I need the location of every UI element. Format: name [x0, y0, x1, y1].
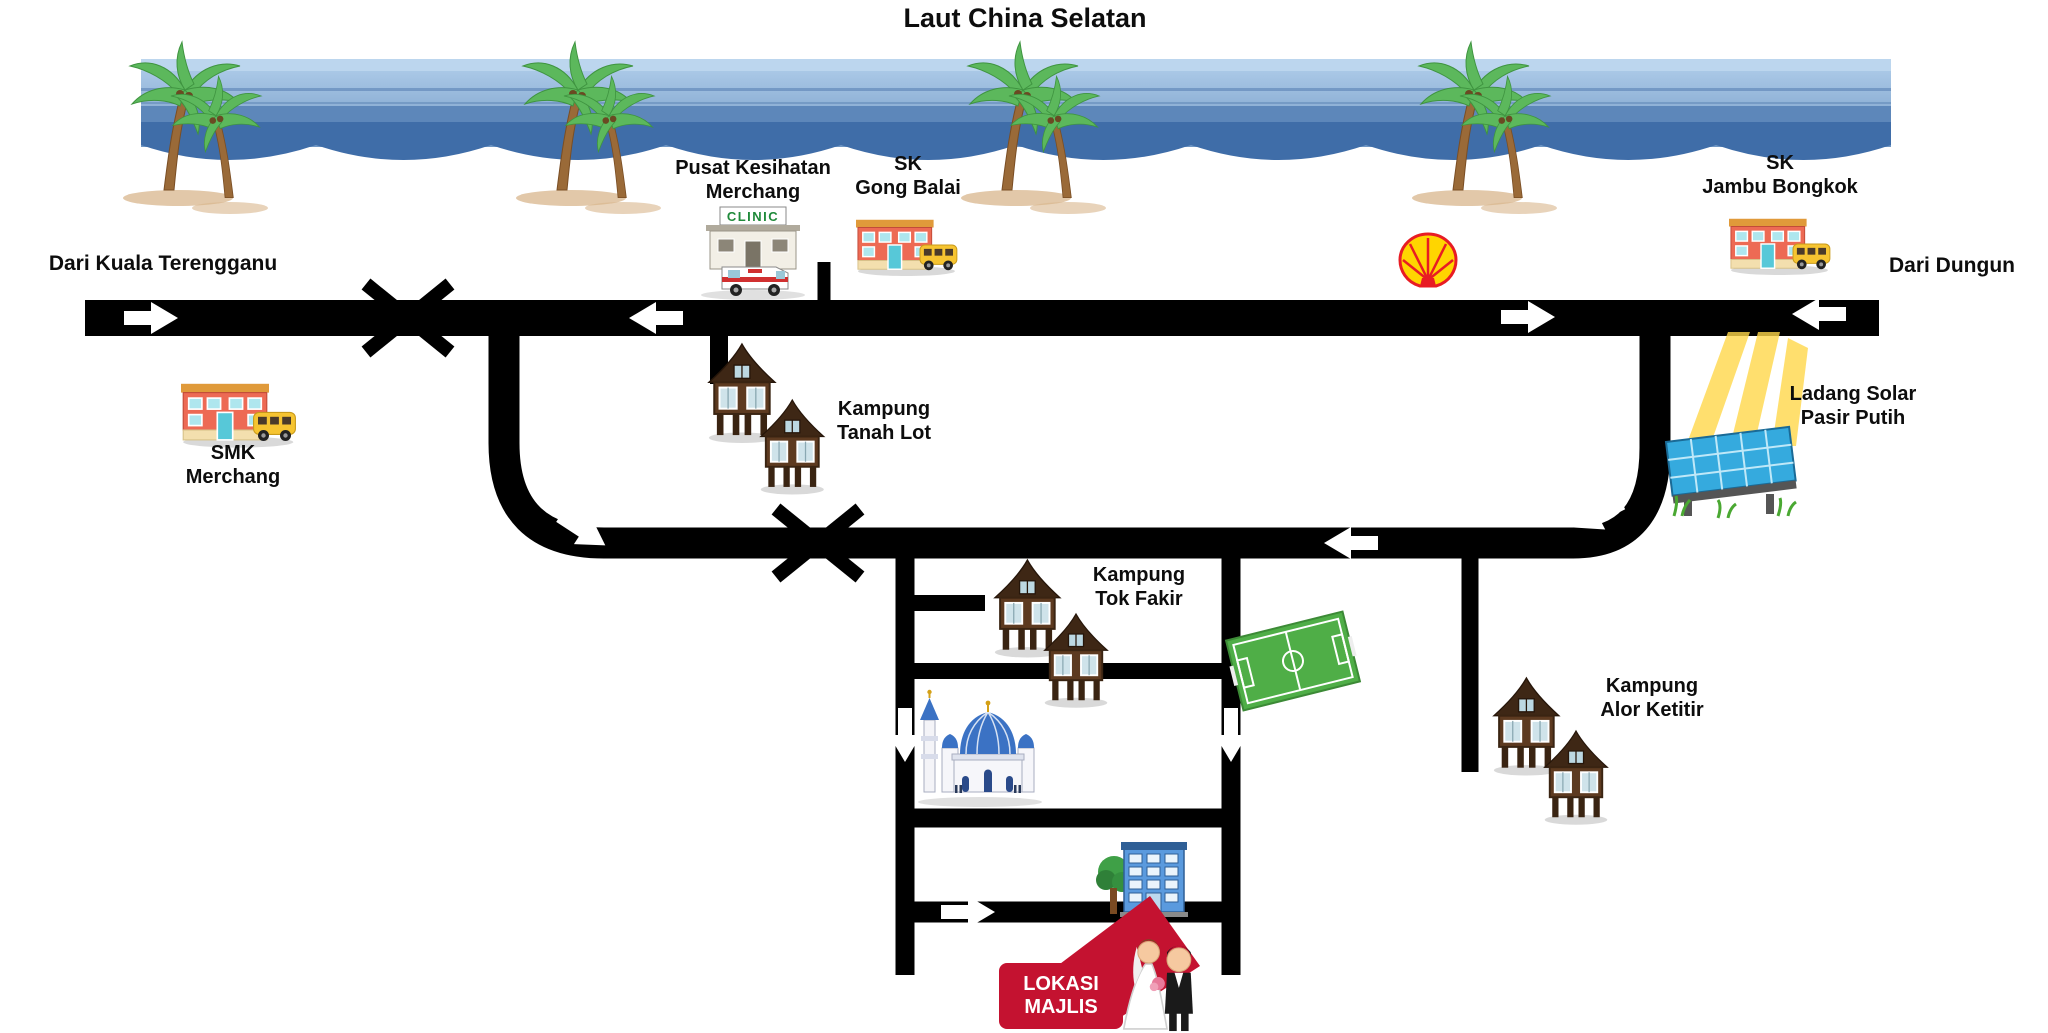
- direction-from-dungun: Dari Dungun: [1889, 254, 2015, 277]
- sea-title: Laut China Selatan: [903, 3, 1147, 33]
- direction-from-kuala-terengganu: Dari Kuala Terengganu: [48, 252, 278, 275]
- label-sk-jambu-bongkok: SK Jambu Bongkok: [1702, 152, 1858, 198]
- bride-groom-icon: [1122, 939, 1193, 1032]
- label-kampung-tanah-lot: Kampung Tanah Lot: [836, 398, 932, 444]
- clinic-building-icon: CLINIC: [701, 206, 805, 300]
- roads: [85, 262, 1879, 975]
- label-pusat-kesihatan-merchang: Pusat Kesihatan Merchang: [675, 157, 831, 203]
- football-field-icon: [1224, 610, 1362, 712]
- solar-farm-icon: [1664, 332, 1808, 519]
- label-ladang-solar-pasir-putih: Ladang Solar Pasir Putih: [1789, 383, 1917, 429]
- smk-merchang-school-icon: [180, 382, 297, 449]
- kampung-tok-fakir-icon: [993, 559, 1109, 709]
- loop-road: [488, 318, 1671, 559]
- sk-gong-balai-school-icon: [855, 219, 958, 277]
- label-kampung-alor-ketitir: Kampung Alor Ketitir: [1600, 675, 1704, 721]
- traffic-arrows: [124, 298, 1846, 928]
- venue-building-icon: [1096, 842, 1188, 917]
- lokasi-majlis-banner: LOKASI MAJLIS: [999, 963, 1123, 1029]
- label-sk-gong-balai: SK Gong Balai: [855, 153, 961, 199]
- clinic-sign-text: CLINIC: [727, 209, 779, 224]
- label-smk-merchang: SMK Merchang: [185, 442, 281, 488]
- mosque-icon: [918, 689, 1042, 807]
- sk-jambu-bongkok-school-icon: [1728, 218, 1831, 276]
- kampung-tanah-lot-icon: [707, 343, 825, 496]
- direction-arrow-icon: [889, 708, 921, 762]
- village-house-icon: [1492, 677, 1560, 777]
- label-kampung-tok-fakir: Kampung Tok Fakir: [1092, 564, 1186, 610]
- kampung-alor-ketitir-icon: [1492, 677, 1609, 826]
- shell-station-icon: [1398, 232, 1458, 288]
- village-house-icon: [993, 559, 1061, 659]
- direction-arrow-icon: [1215, 708, 1247, 762]
- direction-arrow-icon: [941, 896, 995, 928]
